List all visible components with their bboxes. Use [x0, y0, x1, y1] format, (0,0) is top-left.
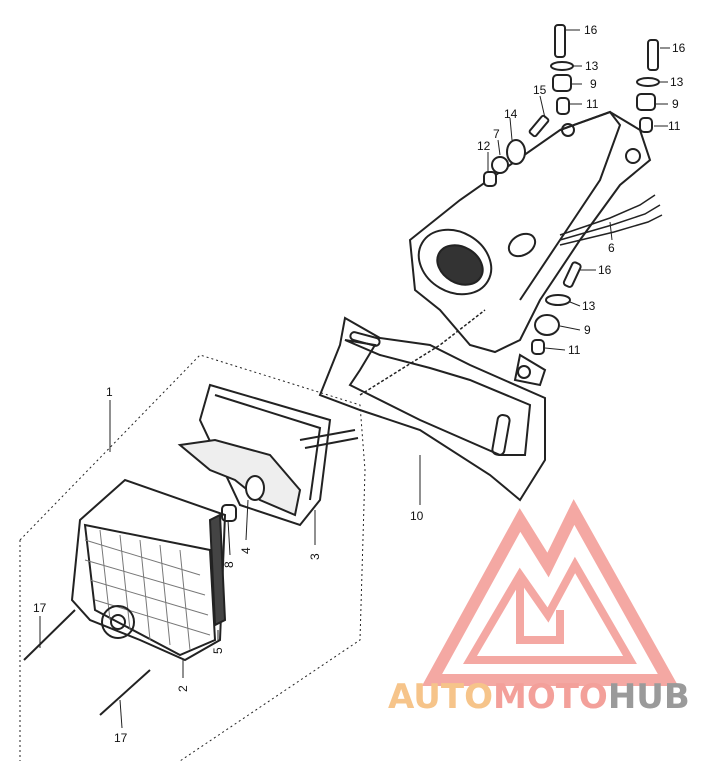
label-3: 3	[308, 553, 322, 560]
label-4: 4	[239, 547, 253, 554]
label-11a: 11	[586, 97, 599, 111]
label-11c: 11	[568, 343, 581, 357]
label-10: 10	[410, 509, 424, 523]
label-9b: 9	[672, 97, 679, 111]
label-2: 2	[176, 685, 190, 692]
label-13a: 13	[585, 59, 599, 73]
wires	[359, 194, 663, 396]
label-8: 8	[222, 561, 236, 568]
label-14: 14	[504, 107, 518, 121]
screws-17	[23, 609, 151, 716]
label-5: 5	[211, 647, 225, 654]
watermark-logo	[421, 499, 679, 686]
label-15: 15	[533, 83, 547, 97]
part-labels: 16 13 9 11 16 13 9 11 15 14 7 12 6 16 13…	[33, 23, 686, 745]
watermark-moto: MOTO	[492, 677, 608, 717]
lamp-housing	[198, 383, 359, 527]
label-13c: 13	[582, 299, 596, 313]
leader-lines	[19, 29, 670, 761]
watermark-auto: AUTO	[388, 677, 493, 717]
label-13b: 13	[670, 75, 684, 89]
label-9c: 9	[584, 323, 591, 337]
label-16b: 16	[672, 41, 686, 55]
label-7: 7	[493, 127, 500, 141]
watermark-hub: HUB	[607, 677, 690, 717]
fasteners	[483, 24, 660, 355]
reflector	[177, 438, 302, 517]
label-6: 6	[608, 241, 615, 255]
label-16a: 16	[584, 23, 598, 37]
label-17a: 17	[33, 601, 47, 615]
watermark-text: AUTOMOTOHUB	[388, 680, 690, 714]
label-12: 12	[477, 139, 491, 153]
tail-lens	[70, 478, 227, 662]
label-11b: 11	[668, 119, 681, 133]
label-16c: 16	[598, 263, 612, 277]
plate-bracket	[318, 316, 546, 502]
rear-bracket	[408, 110, 652, 387]
label-17b: 17	[114, 731, 128, 745]
label-9a: 9	[590, 77, 597, 91]
label-1: 1	[106, 385, 113, 399]
